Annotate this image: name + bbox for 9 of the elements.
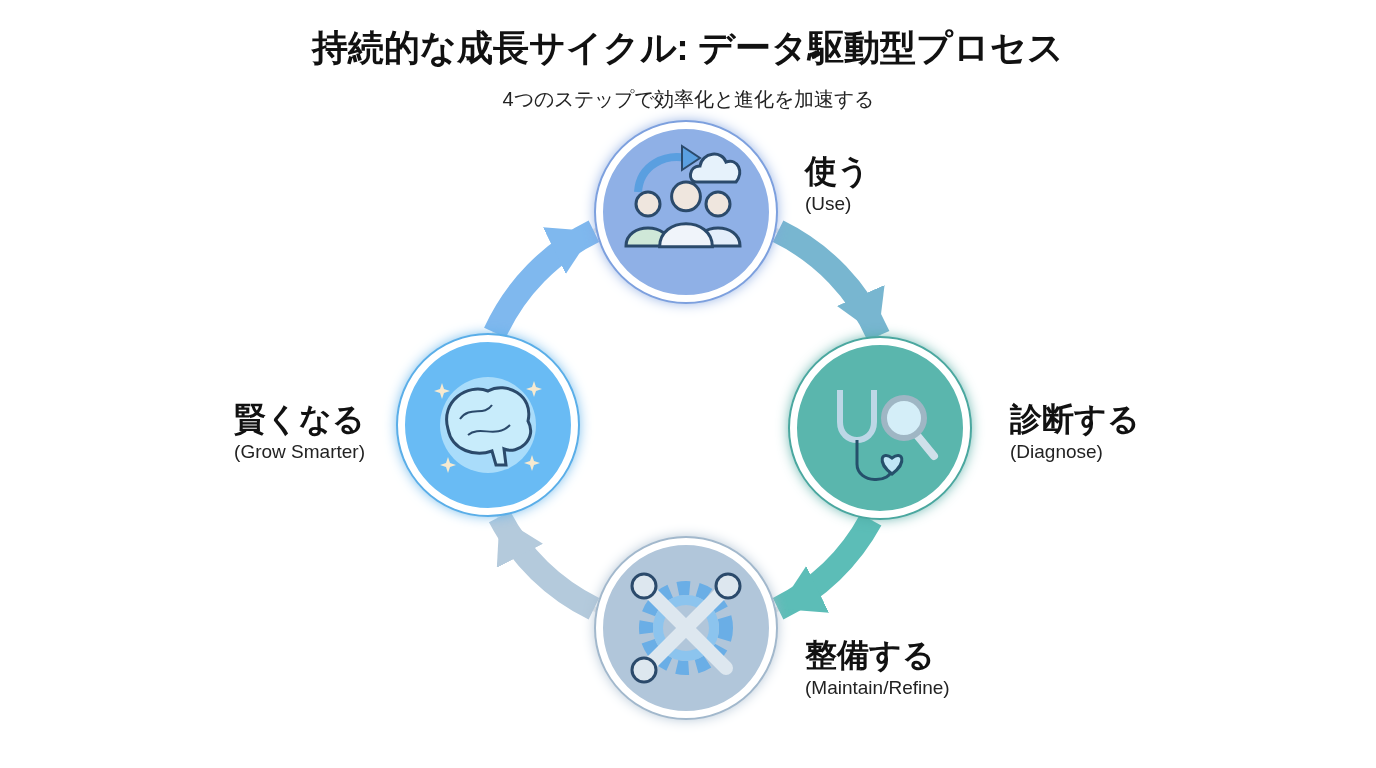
step-subheading: (Grow Smarter) bbox=[234, 440, 365, 464]
step-heading: 整備する bbox=[805, 636, 935, 674]
step-heading: 使う bbox=[805, 152, 870, 190]
step-subheading: (Diagnose) bbox=[1010, 440, 1103, 464]
step-heading: 診断する bbox=[1010, 400, 1140, 438]
title: 持続的な成長サイクル: データ駆動型プロセス bbox=[310, 26, 1066, 70]
step-heading: 賢くなる bbox=[234, 400, 365, 438]
subtitle: 4つのステップで効率化と進化を加速する bbox=[501, 87, 875, 112]
step-subheading: (Maintain/Refine) bbox=[805, 676, 950, 700]
